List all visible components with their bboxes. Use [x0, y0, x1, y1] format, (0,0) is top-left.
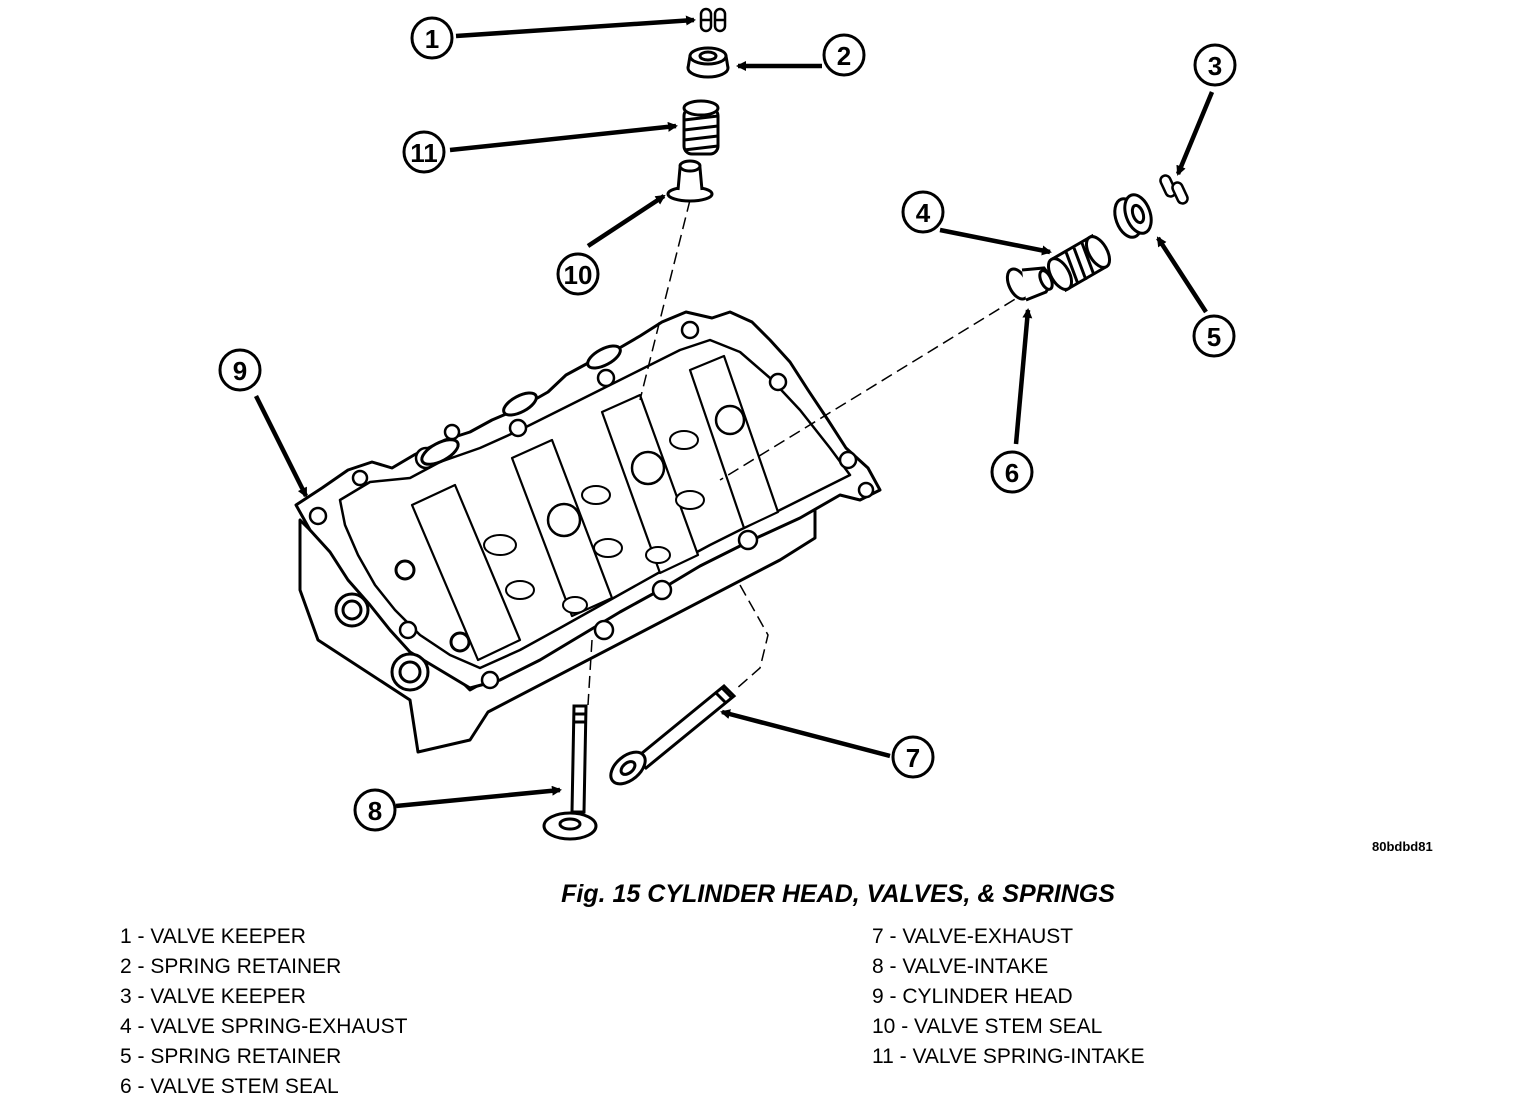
- valve-keeper-3-drawing: [1159, 174, 1189, 205]
- callout-10-label: 10: [564, 260, 593, 290]
- legend-item: 5 - SPRING RETAINER: [120, 1045, 342, 1068]
- legend-item: 4 - VALVE SPRING-EXHAUST: [120, 1015, 408, 1038]
- callout-6: 6: [990, 450, 1034, 494]
- legend-item: 3 - VALVE KEEPER: [120, 985, 306, 1008]
- callout-8-label: 8: [368, 796, 382, 826]
- callout-4: 4: [901, 190, 945, 234]
- figure-reference-code: 80bdbd81: [1372, 839, 1433, 854]
- callout-1-label: 1: [425, 24, 439, 54]
- valve-axis-lines: [587, 199, 1031, 706]
- valve-stem-seal-10-drawing: [666, 159, 714, 203]
- callout-11-label: 11: [410, 138, 438, 168]
- exploded-view-diagram: 1 2 3 4 5 6 7 8 9 10 11: [218, 7, 1237, 841]
- legend-item: 9 - CYLINDER HEAD: [872, 985, 1073, 1008]
- legend-left-column: 1 - VALVE KEEPER 2 - SPRING RETAINER 3 -…: [120, 922, 407, 1102]
- valve-exhaust-drawing: [609, 683, 737, 786]
- legend-item: 8 - VALVE-INTAKE: [872, 955, 1049, 978]
- legend-item: 10 - VALVE STEM SEAL: [872, 1015, 1103, 1038]
- callout-7: 7: [891, 735, 935, 779]
- legend-item: 7 - VALVE-EXHAUST: [872, 925, 1074, 948]
- callout-7-label: 7: [906, 743, 920, 773]
- callout-9: 9: [218, 348, 262, 392]
- callout-6-label: 6: [1005, 458, 1019, 488]
- callout-4-label: 4: [916, 198, 931, 228]
- callout-8: 8: [353, 788, 397, 832]
- figure-caption: Fig. 15 CYLINDER HEAD, VALVES, & SPRINGS: [561, 880, 1115, 908]
- spring-retainer-2-drawing: [686, 46, 730, 79]
- callout-2: 2: [822, 33, 866, 77]
- callout-11: 11: [402, 130, 446, 174]
- callout-5: 5: [1192, 314, 1236, 358]
- valve-spring-intake-drawing: [682, 99, 720, 156]
- valve-stem-seal-6-drawing: [1005, 266, 1054, 302]
- valve-intake-drawing: [542, 704, 598, 841]
- callout-1: 1: [410, 16, 454, 60]
- legend-right-column: 7 - VALVE-EXHAUST 8 - VALVE-INTAKE 9 - C…: [872, 922, 1145, 1072]
- cylinder-head-drawing: [294, 310, 882, 754]
- valve-spring-exhaust-drawing: [1046, 233, 1112, 293]
- callout-3-label: 3: [1208, 51, 1222, 81]
- legend-item: 11 - VALVE SPRING-INTAKE: [872, 1045, 1145, 1068]
- callout-3: 3: [1193, 43, 1237, 87]
- leader-arrows: [253, 15, 1215, 809]
- callout-5-label: 5: [1207, 322, 1221, 352]
- legend-item: 1 - VALVE KEEPER: [120, 925, 306, 948]
- legend-item: 2 - SPRING RETAINER: [120, 955, 342, 978]
- spring-retainer-5-drawing: [1113, 193, 1153, 239]
- callout-9-label: 9: [233, 356, 247, 386]
- callout-2-label: 2: [837, 41, 851, 71]
- valve-keeper-1-drawing: [699, 7, 727, 33]
- callout-10: 10: [556, 252, 600, 296]
- legend-item: 6 - VALVE STEM SEAL: [120, 1075, 339, 1098]
